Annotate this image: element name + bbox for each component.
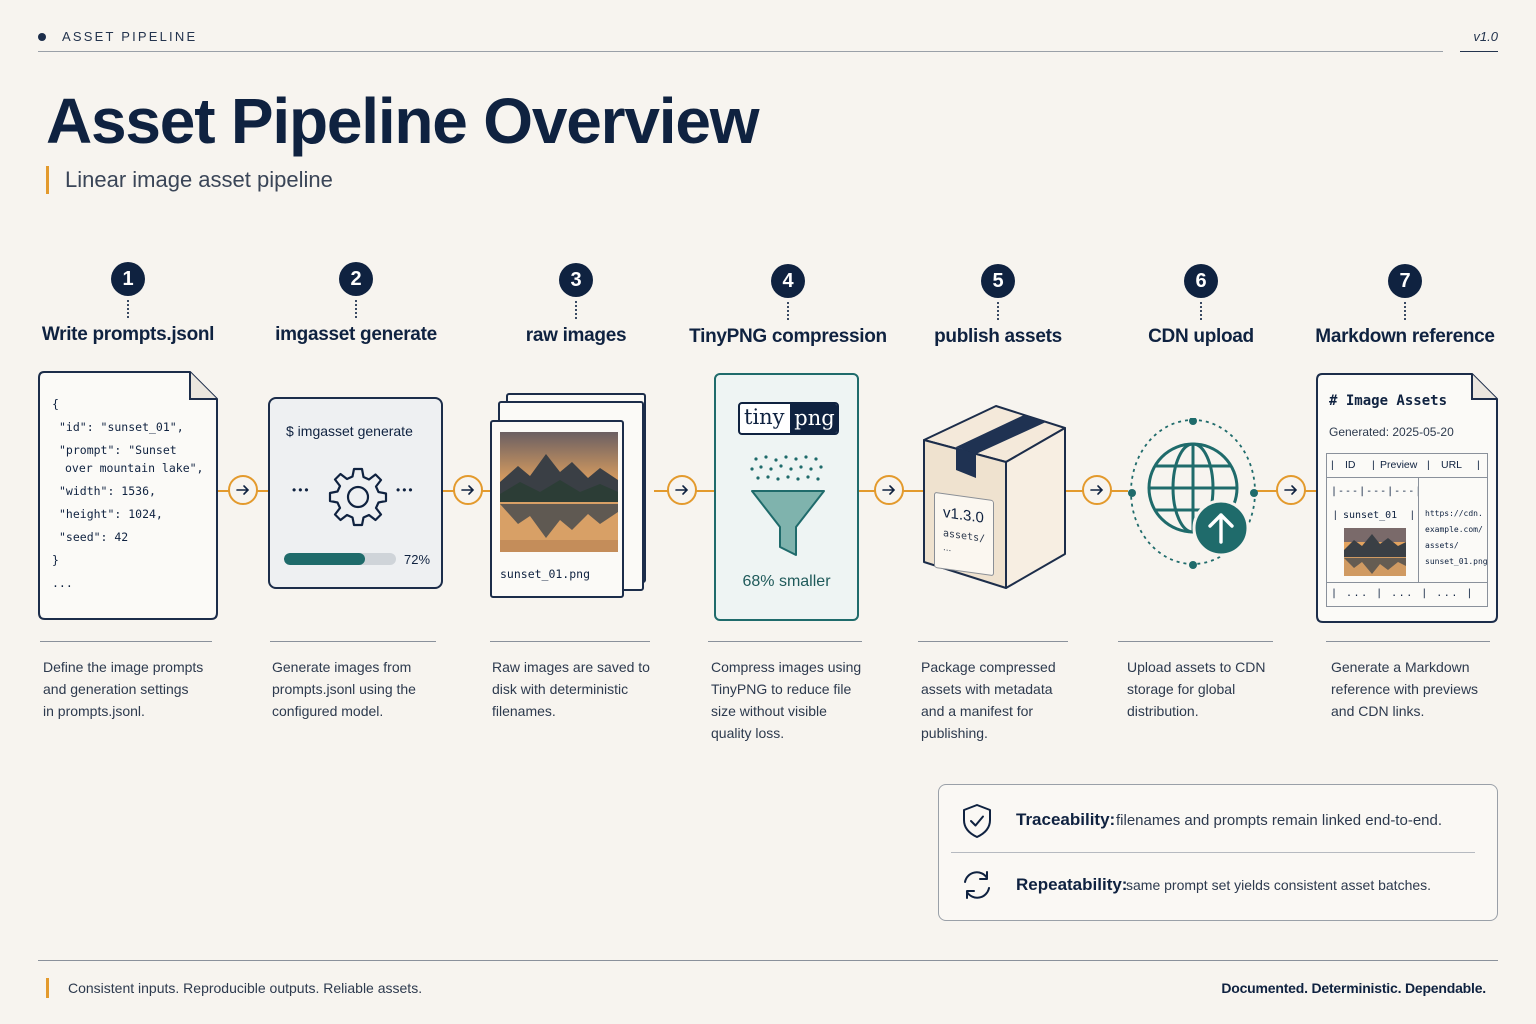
compression-result: 68% smaller [742, 573, 831, 590]
tinypng-card: tiny png 68% smaller [714, 373, 859, 621]
desc-rule [708, 641, 862, 642]
globe-upload-icon [1128, 418, 1258, 569]
funnel-icon [750, 455, 825, 556]
md-url: https://cdn. example.com/ assets/ sunset… [1425, 509, 1488, 566]
step-title: Write prompts.jsonl [41, 324, 215, 345]
image-card: sunset_01.png [490, 420, 624, 598]
logo-png: png [790, 404, 837, 433]
note-key: Repeatability: [1016, 875, 1128, 894]
note-divider [951, 852, 1475, 853]
note-value: filenames and prompts remain linked end-… [1116, 812, 1443, 829]
desc-rule [1118, 641, 1273, 642]
desc-rule [270, 641, 436, 642]
step-3-head: 3 raw images [466, 263, 686, 347]
step-title: Markdown reference [1315, 326, 1495, 347]
prompts-file-card: { "id": "sunset_01", "prompt": "Sunset o… [38, 371, 218, 620]
version-text: v1.3.0 [943, 504, 984, 527]
thumbnail-image [1344, 528, 1406, 576]
version-rule [1460, 51, 1498, 52]
step-title: TinyPNG compression [689, 326, 887, 347]
step-2-head: 2 imgasset generate [246, 262, 466, 346]
filename-label: sunset_01.png [500, 567, 591, 581]
step-5-desc: Package compressed assets with metadata … [921, 659, 1056, 741]
note-traceability: Traceability: filenames and prompts rema… [939, 797, 1497, 847]
tinypng-logo: tiny png [738, 402, 839, 435]
desc-rule [918, 641, 1068, 642]
step-title: CDN upload [1148, 326, 1254, 347]
markdown-card: # Image Assets Generated: 2025-05-20 | I… [1316, 373, 1498, 623]
progress-label: 72% [404, 552, 431, 567]
step-7-head: 7 Markdown reference [1295, 264, 1515, 348]
document-icon [38, 371, 218, 620]
dots-right: ••• [396, 483, 415, 497]
footer-tagline: Consistent inputs. Reproducible outputs.… [46, 978, 422, 998]
bullet-icon [38, 33, 46, 41]
step-number: 6 [1184, 264, 1218, 298]
md-generated: Generated: 2025-05-20 [1329, 425, 1454, 439]
progress-bar [284, 553, 396, 565]
version-label: v1.0 [1473, 29, 1498, 44]
step-number: 5 [981, 264, 1015, 298]
note-repeatability: Repeatability: same prompt set yields co… [939, 862, 1497, 912]
desc-rule [1326, 641, 1490, 642]
header-rule [38, 51, 1443, 52]
command-text: $ imgasset generate [286, 423, 413, 439]
arrow-right-icon [874, 475, 904, 505]
generate-card: $ imgasset generate ••• ••• 72% [268, 397, 443, 589]
step-4-head: 4 TinyPNG compression [678, 264, 898, 348]
note-key: Traceability: [1016, 810, 1116, 829]
gear-icon [328, 467, 388, 527]
footer-rule [38, 960, 1498, 961]
notes-box: Traceability: filenames and prompts rema… [938, 784, 1498, 921]
refresh-icon [964, 871, 990, 899]
logo-tiny: tiny [744, 405, 785, 429]
step-6-head: 6 CDN upload [1091, 264, 1311, 348]
arrow-right-icon [1276, 475, 1306, 505]
footer-motto: Documented. Deterministic. Dependable. [1221, 980, 1486, 996]
step-7-desc: Generate a Markdown reference with previ… [1331, 659, 1479, 719]
raw-images-stack: sunset_01.png [490, 393, 656, 601]
note-value: same prompt set yields consistent asset … [1126, 877, 1432, 893]
shield-check-icon [963, 804, 991, 838]
step-number: 4 [771, 264, 805, 298]
md-row-id: sunset_01 [1343, 510, 1398, 521]
section-label: ASSET PIPELINE [62, 29, 198, 44]
package-box: v1.3.0 assets/ ... [920, 404, 1068, 592]
page-subtitle: Linear image asset pipeline [46, 166, 333, 194]
top-bar: ASSET PIPELINE v1.0 [38, 28, 1498, 54]
landscape-image [500, 432, 618, 552]
step-title: imgasset generate [275, 324, 437, 345]
arrow-right-icon [453, 475, 483, 505]
step-number: 7 [1388, 264, 1422, 298]
desc-rule [490, 641, 650, 642]
md-heading: # Image Assets [1329, 393, 1448, 409]
arrow-right-icon [228, 475, 258, 505]
arrow-right-icon [667, 475, 697, 505]
more-text: ... [943, 542, 952, 555]
step-number: 1 [111, 262, 145, 296]
step-number: 3 [559, 263, 593, 297]
step-6-desc: Upload assets to CDN storage for global … [1127, 659, 1266, 719]
progress-fill [284, 553, 365, 565]
step-title: publish assets [934, 326, 1062, 347]
dots-left: ••• [292, 483, 311, 497]
step-4-desc: Compress images using TinyPNG to reduce … [711, 659, 862, 741]
step-1-head: 1 Write prompts.jsonl [18, 262, 238, 346]
page-title: Asset Pipeline Overview [46, 85, 760, 157]
step-title: raw images [525, 325, 627, 346]
desc-rule [40, 641, 212, 642]
step-number: 2 [339, 262, 373, 296]
step-3-desc: Raw images are saved to disk with determ… [492, 659, 650, 719]
manifest-label: v1.3.0 assets/ ... [934, 491, 994, 577]
step-2-desc: Generate images from prompts.jsonl using… [272, 659, 416, 719]
step-5-head: 5 publish assets [888, 264, 1108, 348]
cdn-globe [1128, 418, 1258, 570]
md-table: | ID | Preview | URL | |---|---|---| | s… [1326, 453, 1488, 607]
arrow-right-icon [1082, 475, 1112, 505]
step-1-desc: Define the image prompts and generation … [43, 659, 204, 719]
